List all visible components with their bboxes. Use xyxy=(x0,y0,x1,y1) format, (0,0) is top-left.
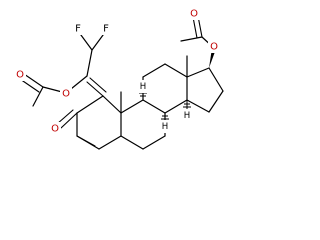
bond-carbonyl-left-1 xyxy=(23,73,44,88)
ester-oxygen-left-label: O xyxy=(62,89,70,100)
fluorine-label-2: F xyxy=(103,24,109,35)
h14-label-mask xyxy=(181,109,193,122)
bond-c14-c8 xyxy=(164,99,188,114)
bond-c16-c15 xyxy=(208,90,224,113)
bond-c17-c16 xyxy=(208,67,224,92)
ring-c xyxy=(142,63,188,114)
methyl-groups xyxy=(120,55,188,114)
bond-c15-c14 xyxy=(186,99,210,113)
bond-acetyl-methyl-left xyxy=(32,86,44,107)
ester-oxygen-left-mask xyxy=(60,87,72,100)
h8-label-mask xyxy=(159,120,171,133)
bond-c13-c17 xyxy=(186,67,210,78)
bond-c10-c5 xyxy=(98,135,122,150)
chemical-structure-diagram: F F O O O O O H H H xyxy=(14,7,224,150)
molecule-canvas: F F O O O O O H H H xyxy=(14,7,224,150)
f2-label-mask xyxy=(100,22,112,35)
hydrogen-8-label: H xyxy=(162,122,168,132)
carbonyl-oxygen-right-mask xyxy=(188,7,200,20)
hydrogen-9-label: H xyxy=(140,82,146,92)
hydrogen-14-label: H xyxy=(184,111,190,121)
bond-carbonyl-left-2 xyxy=(19,78,40,93)
bond-carbonyl-right-2 xyxy=(192,16,198,39)
bond-c11-c12 xyxy=(142,63,166,78)
bond-c6-c5 xyxy=(120,135,144,150)
ester-oxygen-right-mask xyxy=(208,40,220,53)
ring-b xyxy=(120,99,166,150)
carbonyl-oxygen-right-label: O xyxy=(190,9,198,20)
bond-ketone-outer xyxy=(60,112,78,129)
ring-d xyxy=(186,67,224,113)
bond-c12-c13 xyxy=(164,63,188,78)
bond-acetyl-methyl-right xyxy=(180,36,203,42)
ketone-oxygen-label: O xyxy=(51,124,59,135)
bond-ketone-inner xyxy=(56,109,74,125)
fluorine-label-1: F xyxy=(75,24,81,35)
bond-c10-c9 xyxy=(120,99,144,114)
carbonyl-oxygen-left-label: O xyxy=(16,70,24,81)
ring-a xyxy=(56,95,122,150)
bond-c7-c6 xyxy=(142,135,166,150)
carbonyl-oxygen-left-mask xyxy=(14,68,26,81)
f1-label-mask xyxy=(72,22,84,35)
bond-exocyclic-double-inner xyxy=(86,81,104,97)
ketone-oxygen-mask xyxy=(49,122,61,135)
bond-c2-c1-ring xyxy=(102,95,122,114)
bond-c9-c8 xyxy=(142,99,166,114)
bond-c4-c5-double-inner xyxy=(76,135,96,147)
h9-label-mask xyxy=(137,80,149,93)
bond-exocyclic-double-outer xyxy=(89,77,107,93)
bond-c2-c1 xyxy=(86,49,93,77)
bond-c3-c2 xyxy=(76,95,104,114)
ester-oxygen-right-label: O xyxy=(210,42,218,53)
